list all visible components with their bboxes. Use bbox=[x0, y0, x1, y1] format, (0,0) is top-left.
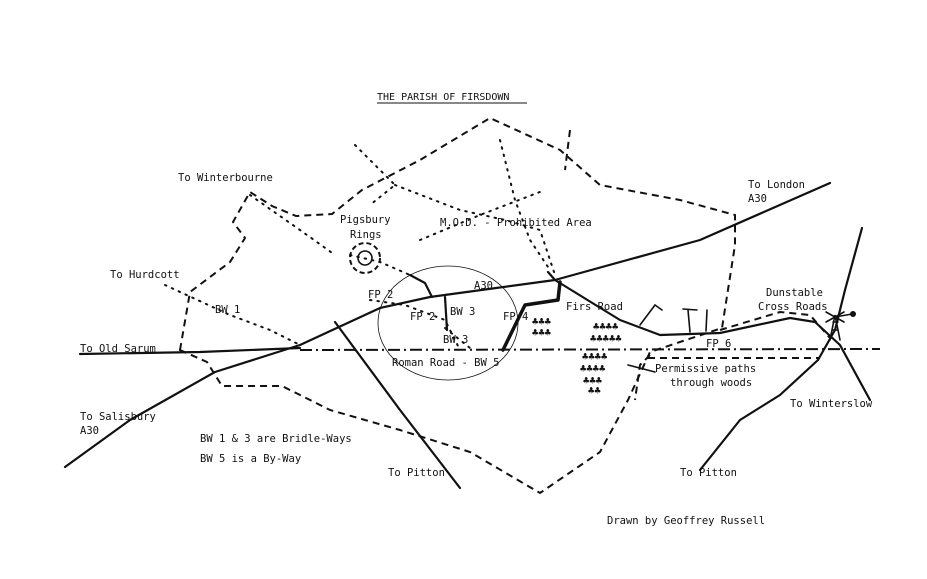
svg-text:♣♣: ♣♣ bbox=[588, 385, 601, 397]
parish-boundary bbox=[178, 116, 736, 495]
pitton-road-west bbox=[333, 320, 462, 490]
mod-area-boundary bbox=[354, 144, 556, 276]
lane-to-a30 bbox=[408, 273, 434, 299]
map-title: THE PARISH OF FIRSDOWN bbox=[377, 92, 509, 103]
label-to-winterslow: To Winterslow bbox=[790, 398, 873, 410]
roman-road bbox=[299, 348, 881, 351]
label-a30-london: A30 bbox=[748, 193, 767, 205]
winterslow-road-north bbox=[816, 226, 864, 362]
label-fp6: FP 6 bbox=[706, 338, 731, 350]
label-cross-roads: Cross Roads bbox=[758, 301, 828, 313]
windmill-icon bbox=[825, 311, 856, 341]
svg-text:♣♣♣♣: ♣♣♣♣ bbox=[582, 351, 608, 363]
label-fp2: FP 2 bbox=[368, 289, 393, 301]
label-firs-road: Firs Road bbox=[566, 301, 623, 313]
legend-byway: BW 5 is a By-Way bbox=[200, 453, 301, 465]
pigsbury-rings-inner bbox=[357, 250, 373, 266]
label-bw1: BW 1 bbox=[215, 304, 240, 316]
label-to-old-sarum: To Old Sarum bbox=[80, 343, 156, 355]
label-pigsbury: Pigsbury bbox=[340, 214, 391, 226]
permissive-pointer bbox=[627, 364, 656, 373]
old-sarum-road bbox=[78, 346, 302, 356]
side-lanes bbox=[639, 303, 708, 333]
svg-text:♣♣♣♣♣: ♣♣♣♣♣ bbox=[590, 333, 622, 345]
svg-text:♣♣♣: ♣♣♣ bbox=[583, 375, 603, 387]
label-bw3: BW 3 bbox=[450, 306, 475, 318]
label-roman-road: Roman Road - BW 5 bbox=[392, 357, 499, 369]
dunstable-dashed bbox=[634, 310, 831, 401]
label-bw3: BW 3 bbox=[443, 334, 468, 346]
label-through-woods: through woods bbox=[670, 377, 752, 389]
fp4-track bbox=[501, 280, 562, 352]
label-dunstable: Dunstable bbox=[766, 287, 823, 299]
label-to-hurdcott: To Hurdcott bbox=[110, 269, 180, 281]
pitton-road-east bbox=[698, 358, 820, 472]
woods-icon: ♣♣♣♣♣♣ ♣♣♣♣♣♣♣♣♣ ♣♣♣♣♣♣♣♣ ♣♣♣♣♣ bbox=[532, 316, 622, 397]
bw3-track bbox=[443, 295, 449, 332]
label-rings: Rings bbox=[350, 229, 382, 241]
dotted-path-mod bbox=[419, 139, 551, 271]
label-to-salisbury: To Salisbury bbox=[80, 411, 156, 423]
svg-text:♣♣♣: ♣♣♣ bbox=[532, 316, 552, 328]
label-permissive: Permissive paths bbox=[655, 363, 756, 375]
label-fp2: FP 2 bbox=[410, 311, 435, 323]
label-to-winterbourne: To Winterbourne bbox=[178, 172, 273, 184]
svg-text:♣♣♣♣: ♣♣♣♣ bbox=[580, 363, 606, 375]
label-mod-area: M.O.D. - Prohibited Area bbox=[440, 217, 592, 229]
pigsbury-rings-outer bbox=[349, 242, 381, 274]
credit: Drawn by Geoffrey Russell bbox=[607, 515, 765, 527]
label-a30-salisbury: A30 bbox=[80, 425, 99, 437]
label-to-pitton: To Pitton bbox=[680, 467, 737, 479]
bw3-path bbox=[444, 327, 471, 349]
svg-text:♣♣♣: ♣♣♣ bbox=[532, 327, 552, 339]
label-a30-mid: A30 bbox=[474, 280, 493, 292]
legend-bridleways: BW 1 & 3 are Bridle-Ways bbox=[200, 433, 352, 445]
label-fp4: FP 4 bbox=[503, 311, 528, 323]
svg-text:♣♣♣♣: ♣♣♣♣ bbox=[593, 321, 619, 333]
dotted-path-winterbourne bbox=[249, 194, 336, 256]
a30-road bbox=[63, 181, 832, 469]
label-to-london: To London bbox=[748, 179, 805, 191]
label-to-pitton: To Pitton bbox=[388, 467, 445, 479]
dashed-path-north bbox=[564, 129, 571, 171]
